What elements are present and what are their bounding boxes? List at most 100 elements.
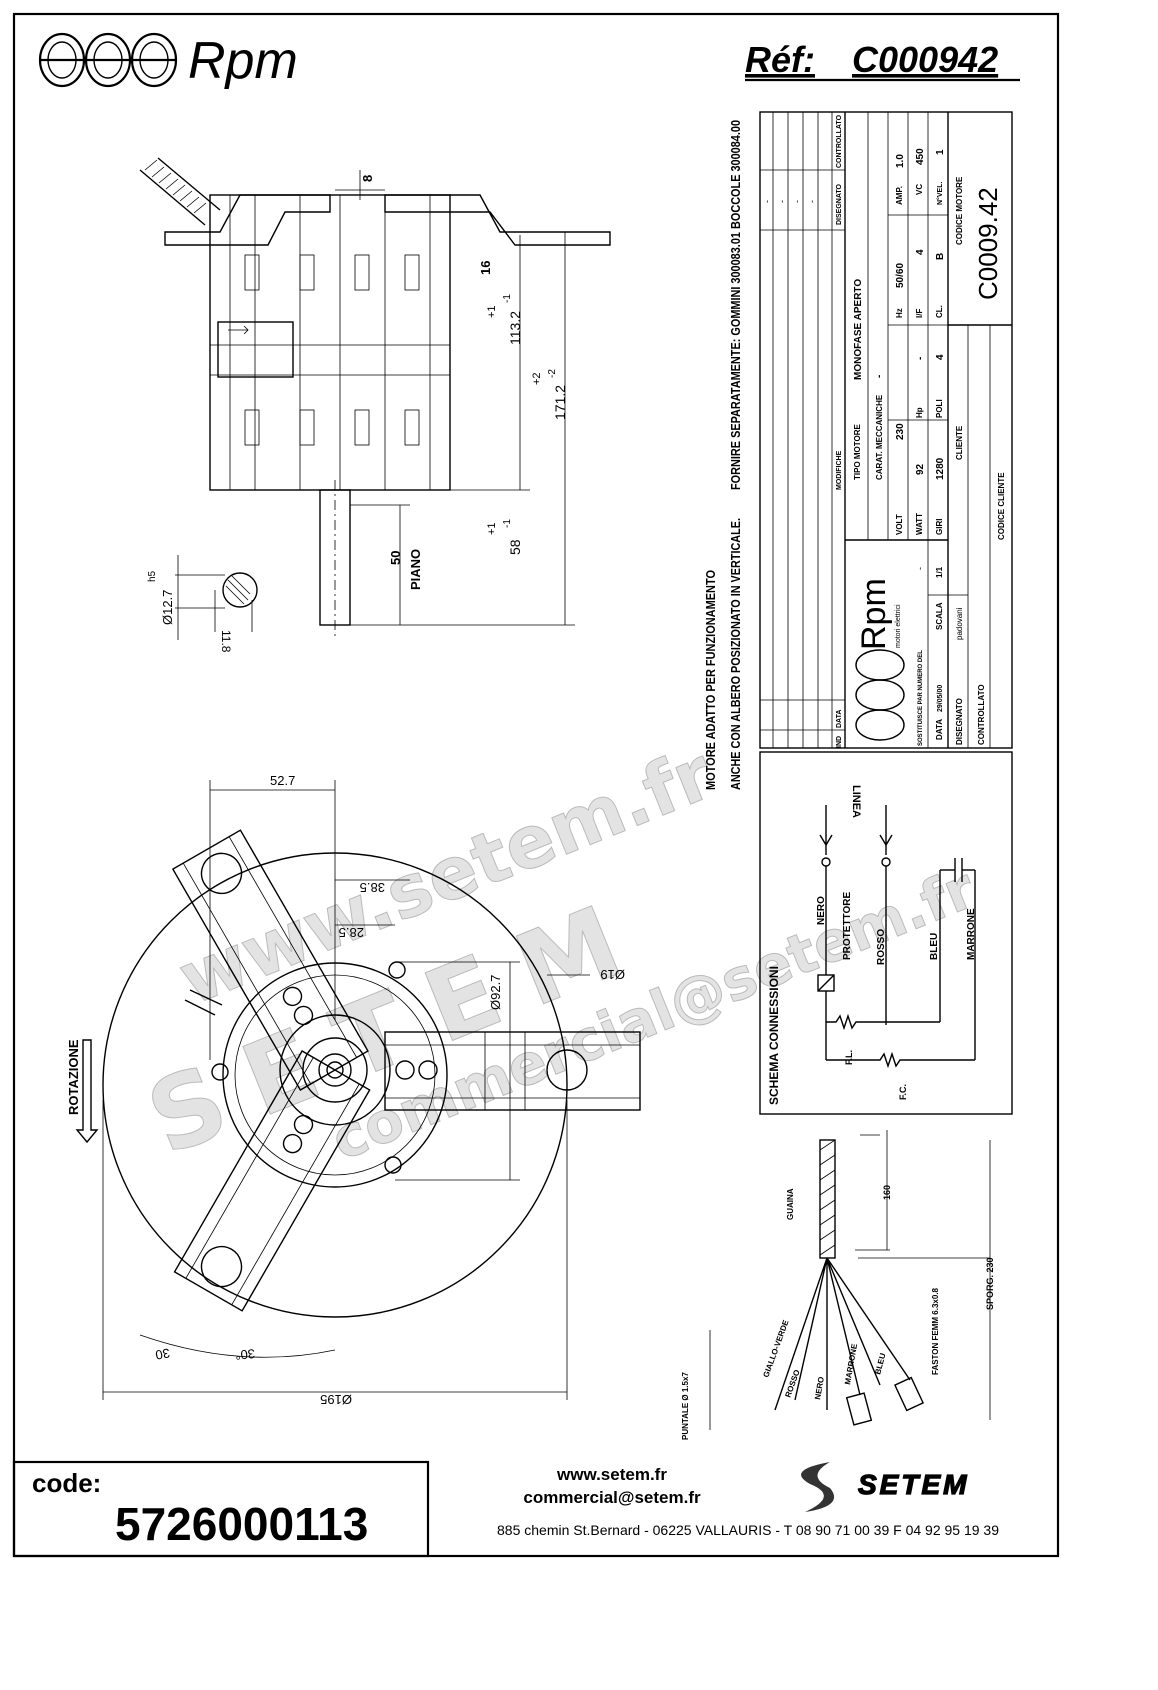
nero-label: NERO bbox=[816, 896, 827, 925]
shaft-diameter: Ø12.7 bbox=[160, 590, 175, 625]
if-value: 4 bbox=[915, 249, 926, 255]
if-label: I/F bbox=[915, 309, 924, 318]
dia-195: Ø195 bbox=[320, 1392, 352, 1407]
dim-58: 58 bbox=[507, 539, 523, 555]
carat-label: CARAT. MECCANICHE bbox=[875, 394, 884, 480]
tol-plus: +2 bbox=[531, 372, 543, 385]
volt-value: 230 bbox=[895, 423, 906, 440]
giri-value: 1280 bbox=[935, 457, 946, 480]
rotation-arrow-icon bbox=[75, 1039, 99, 1144]
title-block-logo: Rpm motori elettrici bbox=[855, 578, 905, 741]
codice-motore: C0009.42 bbox=[973, 187, 1003, 300]
dim-28: 28.5 bbox=[339, 925, 364, 940]
scale-value: 1/1 bbox=[935, 566, 944, 578]
len-160: 160 bbox=[882, 1185, 892, 1200]
sostituisce-value: - bbox=[915, 567, 925, 570]
scale-label: SCALA bbox=[935, 602, 944, 630]
tipo-motore-label: TIPO MOTORE bbox=[853, 423, 862, 480]
col-ind: IND bbox=[836, 736, 843, 748]
note-line-2: ANCHE CON ALBERO POSIZIONATO IN VERTICAL… bbox=[729, 518, 743, 790]
dim-8: 8 bbox=[360, 175, 375, 182]
poli-value: 4 bbox=[935, 354, 946, 360]
amp-value: 1.0 bbox=[895, 154, 906, 168]
code-label: code: bbox=[32, 1468, 101, 1498]
ref-value: C000942 bbox=[852, 39, 998, 80]
hp-value: - bbox=[915, 357, 926, 360]
tol-plus: +1 bbox=[486, 522, 498, 535]
col-disegnato: DISEGNATO bbox=[836, 183, 843, 225]
coil-logo-icon bbox=[855, 649, 905, 741]
drawn-by-label: DISEGNATO bbox=[955, 698, 964, 745]
note-line-3: FORNIRE SEPARATAMENTE: GOMMINI 300083.01… bbox=[729, 120, 743, 490]
rosso-label: ROSSO bbox=[876, 929, 887, 965]
dim-52: 52.7 bbox=[270, 773, 295, 788]
setem-brand: SETEM bbox=[858, 1469, 969, 1500]
tol-plus: +1 bbox=[486, 305, 498, 318]
ref-label: Réf: bbox=[745, 39, 815, 80]
bleu-label: BLEU bbox=[929, 933, 940, 960]
tol-minus: -2 bbox=[547, 369, 558, 378]
footer-email: commercial@setem.fr bbox=[523, 1488, 701, 1507]
linea-label: LINEA bbox=[850, 785, 862, 818]
codice-cliente-label: CODICE CLIENTE bbox=[997, 472, 1006, 540]
fc-label: F.C. bbox=[898, 1084, 908, 1100]
watt-value: 92 bbox=[915, 463, 926, 475]
nero-wire-label: NERO bbox=[813, 1376, 826, 1400]
cliente-label: CLIENTE bbox=[955, 425, 964, 460]
front-view: 52.7 38.5 28.5 Ø92.7 Ø19 Ø195 30 30° ROT… bbox=[66, 773, 641, 1407]
giri-label: GIRI bbox=[935, 519, 944, 535]
wiring-schema: SCHEMA CONNESSIONI LINEA NERO PROTETTORE… bbox=[759, 751, 1013, 1115]
flat-dim: 11.8 bbox=[219, 630, 233, 653]
logo-text: Rpm bbox=[855, 578, 893, 650]
dim-171: 171.2 bbox=[552, 385, 568, 420]
hz-label: Hz bbox=[895, 308, 904, 318]
tol-minus: -1 bbox=[502, 294, 513, 303]
dim-38: 38.5 bbox=[360, 880, 385, 895]
tol-minus: -1 bbox=[502, 519, 513, 528]
nvel-value: 1 bbox=[935, 149, 946, 155]
amp-label: AMP. bbox=[895, 186, 904, 205]
rpm-logo: Rpm bbox=[38, 32, 298, 90]
note-line-1: MOTORE ADATTO PER FUNZIONAMENTO bbox=[704, 570, 718, 790]
col-controllato: CONTROLLATO bbox=[836, 114, 843, 168]
vc-label: VC bbox=[915, 184, 924, 195]
dim-30: 30 bbox=[154, 1345, 171, 1362]
h5-label: h5 bbox=[147, 570, 158, 582]
cl-label: CL. bbox=[935, 305, 944, 318]
footer-web: www.setem.fr bbox=[556, 1465, 667, 1484]
dia-92: Ø92.7 bbox=[488, 975, 503, 1010]
watt-label: WATT bbox=[915, 513, 924, 535]
brand-name: Rpm bbox=[188, 32, 298, 90]
carat-value: - bbox=[874, 375, 885, 378]
puntale-label: PUNTALE Ø 1.5x7 bbox=[681, 1372, 690, 1440]
code-box bbox=[12, 1460, 430, 1558]
volt-label: VOLT bbox=[895, 514, 904, 535]
dim-50: 50 bbox=[388, 551, 403, 565]
protettore-label: PROTETTORE bbox=[842, 892, 853, 960]
guaina-label: GUAINA bbox=[786, 1188, 795, 1220]
dash: - bbox=[807, 200, 817, 203]
date-value: 29/05/00 bbox=[937, 685, 944, 712]
piano-label: PIANO bbox=[408, 549, 423, 590]
checked-by-label: CONTROLLATO bbox=[977, 684, 986, 745]
col-data: DATA bbox=[836, 710, 843, 728]
schema-title: SCHEMA CONNESSIONI bbox=[767, 966, 781, 1105]
dash: - bbox=[762, 200, 772, 203]
drawn-by: padovani bbox=[955, 607, 964, 640]
fl-label: F.L. bbox=[844, 1050, 854, 1065]
footer-address: 885 chemin St.Bernard - 06225 VALLAURIS … bbox=[497, 1522, 999, 1538]
codice-motore-label: CODICE MOTORE bbox=[955, 176, 964, 245]
vc-value: 450 bbox=[915, 148, 926, 165]
setem-logo: SETEM bbox=[801, 1462, 969, 1512]
dia-19: Ø19 bbox=[600, 967, 625, 982]
protector-box bbox=[217, 321, 294, 378]
dash: - bbox=[792, 200, 802, 203]
dash: - bbox=[777, 200, 787, 203]
sheet-border bbox=[12, 12, 1060, 1558]
poli-label: POLI bbox=[935, 399, 944, 418]
dim-16: 16 bbox=[478, 261, 493, 275]
coil-logo-icon bbox=[38, 32, 178, 88]
dim-113: 113.2 bbox=[507, 311, 523, 345]
angle-30: 30° bbox=[235, 1346, 256, 1363]
